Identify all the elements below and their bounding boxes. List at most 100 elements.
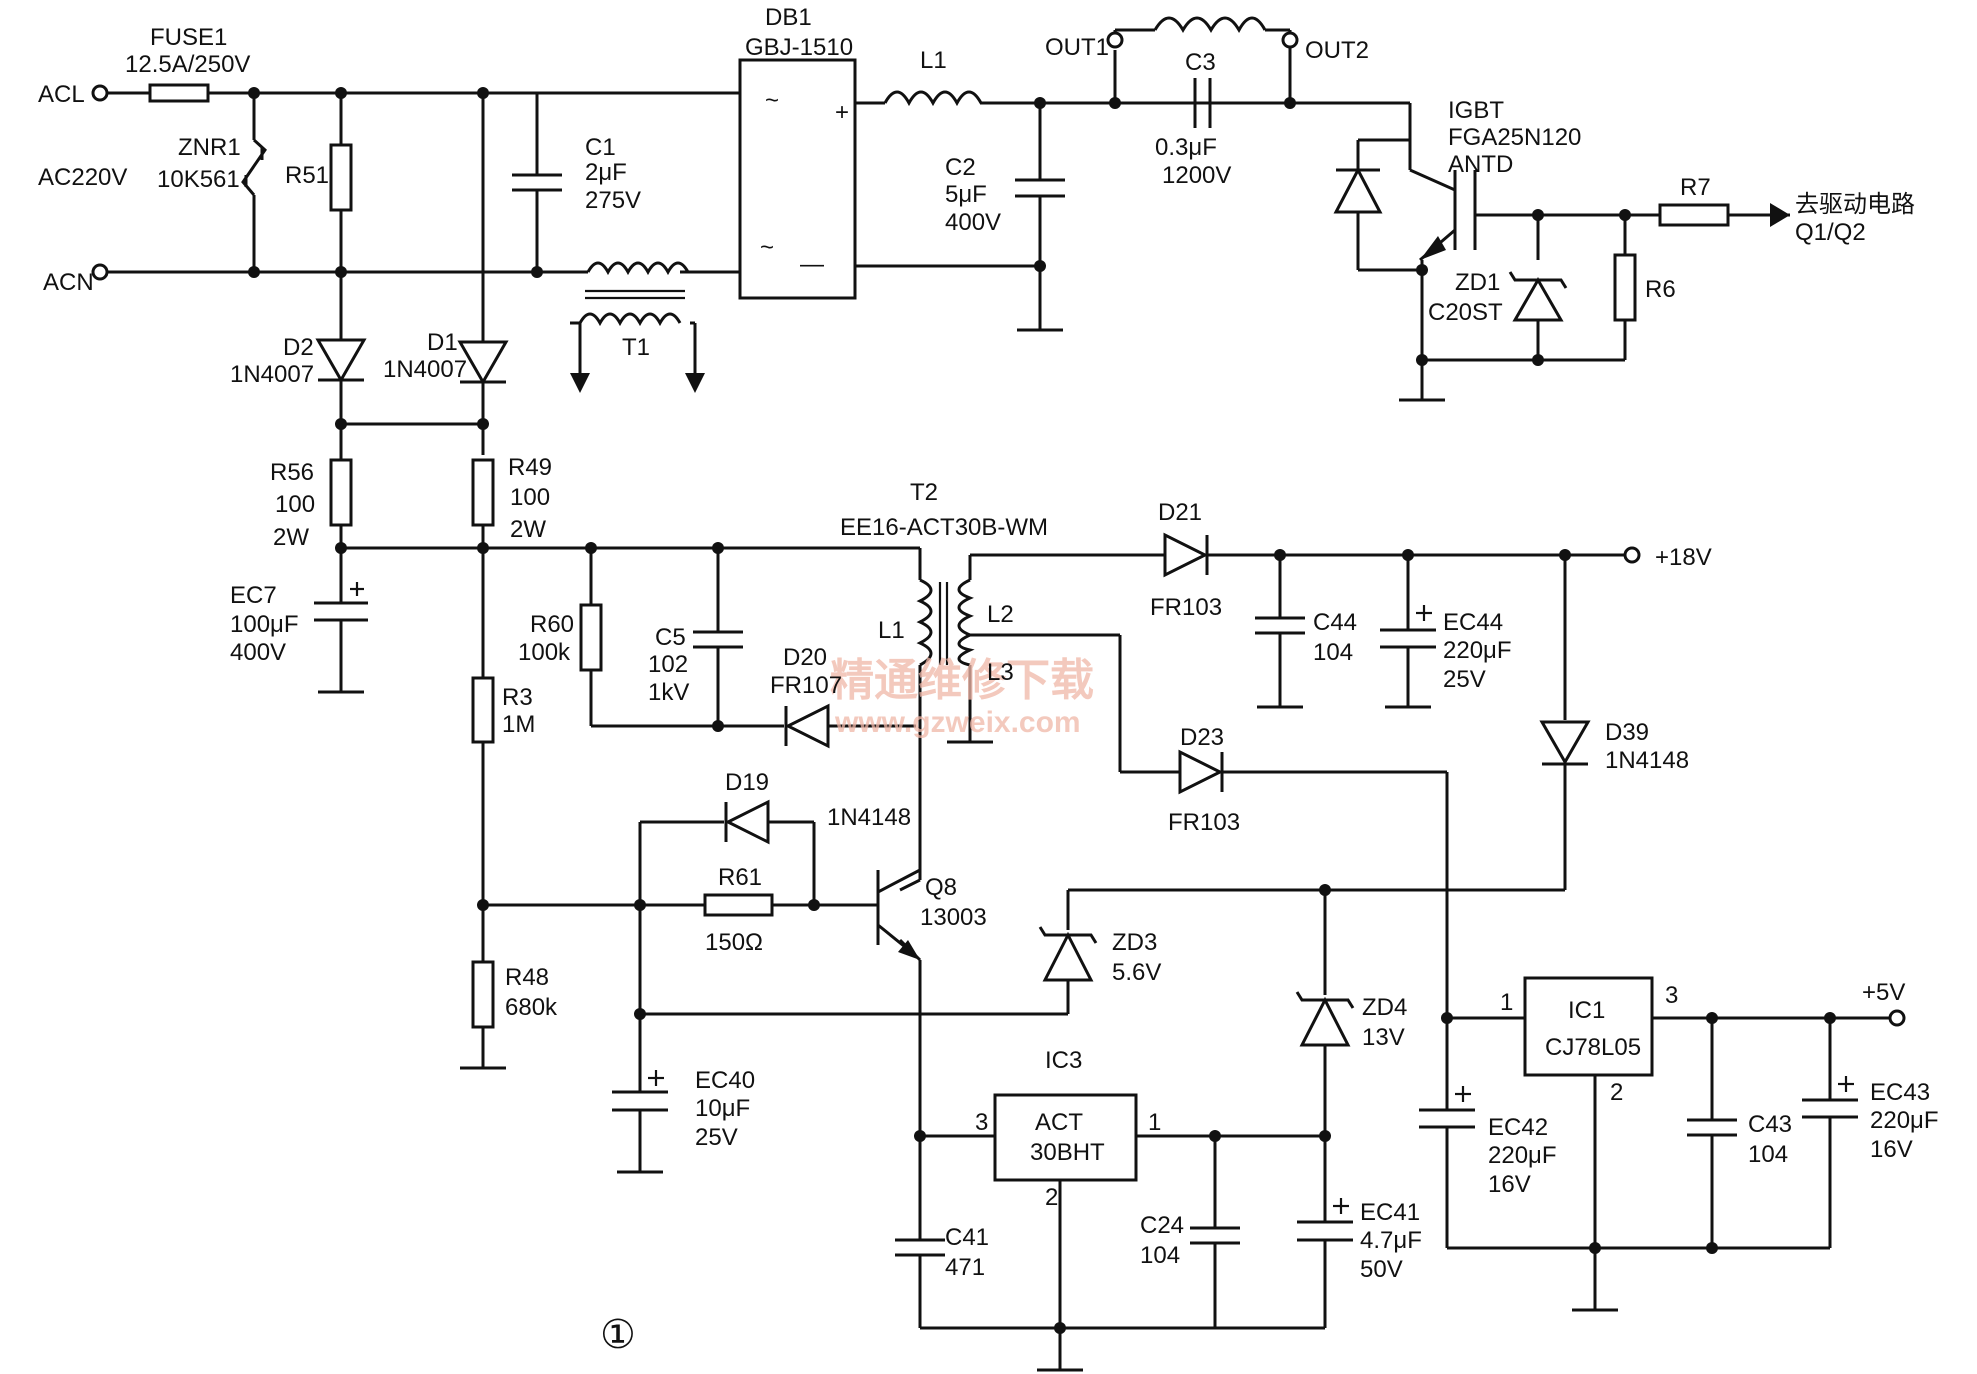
- c24-name: C24: [1140, 1212, 1184, 1239]
- znr1-value: 10K561: [157, 166, 240, 193]
- ec41-name: EC41: [1360, 1199, 1420, 1226]
- ec41-electrolytic-symbol: [1297, 1198, 1353, 1242]
- ic3-chip: [993, 1093, 1138, 1182]
- t2-transformer-symbol: [916, 578, 975, 667]
- t2-l1-label: L1: [878, 617, 905, 644]
- r49-symbol: [471, 458, 495, 527]
- out1-terminal: [1106, 31, 1124, 49]
- d19-name: D19: [725, 769, 769, 796]
- d20-diode-symbol: [784, 703, 830, 749]
- acl-label: ACL: [38, 81, 85, 108]
- igbt-name: IGBT: [1448, 97, 1504, 124]
- r49-power: 2W: [510, 516, 546, 543]
- zd4-zener-symbol: [1295, 991, 1355, 1047]
- zd3-name: ZD3: [1112, 929, 1157, 956]
- db1-name: DB1: [765, 4, 812, 31]
- fuse1-symbol: [148, 83, 210, 103]
- d1-name: D1: [427, 329, 458, 356]
- q8-transistor-symbol: [876, 868, 921, 960]
- v5-terminal: [1888, 1009, 1906, 1027]
- c24-value: 104: [1140, 1242, 1180, 1269]
- c3-name: C3: [1185, 49, 1216, 76]
- ec42-value: 220μF: [1488, 1142, 1557, 1169]
- c43-name: C43: [1748, 1111, 1792, 1138]
- zd3-zener-symbol: [1038, 926, 1098, 982]
- d39-part: 1N4148: [1605, 747, 1689, 774]
- db1-minus: —: [800, 251, 824, 278]
- figure-number: ①: [600, 1313, 636, 1357]
- junction-dots: [248, 87, 1836, 1334]
- c1-value: 2μF: [585, 159, 627, 186]
- ec7-electrolytic-symbol: [314, 582, 368, 622]
- ec40-name: EC40: [695, 1067, 755, 1094]
- r6-symbol: [1613, 253, 1637, 322]
- r61-value: 150Ω: [705, 929, 763, 956]
- ec41-voltage: 50V: [1360, 1256, 1403, 1283]
- c44-capacitor-symbol: [1255, 616, 1305, 635]
- c3-capacitor-symbol: [1193, 78, 1212, 128]
- c24-capacitor-symbol: [1190, 1226, 1240, 1245]
- db1-bridge-rectifier: [738, 58, 857, 300]
- d21-diode-symbol: [1163, 532, 1209, 578]
- r56-value: 100: [275, 491, 315, 518]
- d2-part: 1N4007: [230, 361, 314, 388]
- ec42-electrolytic-symbol: [1419, 1086, 1475, 1129]
- r49-value: 100: [510, 484, 550, 511]
- work-coil-symbol: [1153, 16, 1267, 34]
- ec43-voltage: 16V: [1870, 1136, 1913, 1163]
- r60-name: R60: [530, 611, 574, 638]
- ec7-value: 100μF: [230, 611, 299, 638]
- ic1-pin3: 3: [1665, 982, 1678, 1009]
- c43-capacitor-symbol: [1687, 1118, 1737, 1137]
- ec44-name: EC44: [1443, 609, 1503, 636]
- drive-q-label: Q1/Q2: [1795, 219, 1866, 246]
- acn-label: ACN: [43, 269, 94, 296]
- terminals: [91, 31, 1906, 1027]
- ec40-voltage: 25V: [695, 1124, 738, 1151]
- db1-tilde2: ~: [760, 234, 774, 261]
- c5-capacitor-symbol: [693, 630, 743, 649]
- ec43-value: 220μF: [1870, 1107, 1939, 1134]
- d23-part: FR103: [1168, 809, 1240, 836]
- drive-label: 去驱动电路: [1795, 191, 1915, 218]
- c5-name: C5: [655, 624, 686, 651]
- c2-capacitor-symbol: [1015, 178, 1065, 198]
- ec7-name: EC7: [230, 582, 277, 609]
- zd1-part: C20ST: [1428, 299, 1503, 326]
- ec40-electrolytic-symbol: [612, 1070, 668, 1112]
- r60-value: 100k: [518, 639, 571, 666]
- db1-tilde1: ~: [765, 87, 779, 114]
- c5-voltage: 1kV: [648, 679, 689, 706]
- r51-symbol: [329, 143, 353, 212]
- c3-voltage: 1200V: [1162, 162, 1231, 189]
- znr1-name: ZNR1: [178, 134, 241, 161]
- t2-name: T2: [910, 479, 938, 506]
- igbt-part: FGA25N120: [1448, 124, 1581, 151]
- out2-terminal: [1281, 31, 1299, 49]
- zd4-value: 13V: [1362, 1024, 1405, 1051]
- drive-arrow: [1770, 203, 1790, 227]
- acl-terminal: [91, 84, 109, 102]
- watermark-url: www.gzweix.com: [834, 706, 1081, 739]
- r56-power: 2W: [273, 524, 309, 551]
- ic3-pin2: 2: [1045, 1184, 1058, 1211]
- r3-value: 1M: [502, 711, 535, 738]
- ec41-value: 4.7μF: [1360, 1227, 1422, 1254]
- d19-part: 1N4148: [827, 804, 911, 831]
- ec40-value: 10μF: [695, 1095, 750, 1122]
- l1-inductor-symbol: [883, 90, 983, 107]
- d2-diode-symbol: [315, 338, 367, 384]
- zd1-name: ZD1: [1455, 269, 1500, 296]
- ic1-pin2: 2: [1610, 1079, 1623, 1106]
- d21-part: FR103: [1150, 594, 1222, 621]
- d20-name: D20: [783, 644, 827, 671]
- d2-name: D2: [283, 334, 314, 361]
- c3-value: 0.3μF: [1155, 134, 1217, 161]
- r61-symbol: [703, 893, 774, 917]
- c1-voltage: 275V: [585, 187, 641, 214]
- out1-label: OUT1: [1045, 34, 1109, 61]
- db1-part: GBJ-1510: [745, 34, 853, 61]
- c2-name: C2: [945, 154, 976, 181]
- fuse1-rating: 12.5A/250V: [125, 51, 250, 78]
